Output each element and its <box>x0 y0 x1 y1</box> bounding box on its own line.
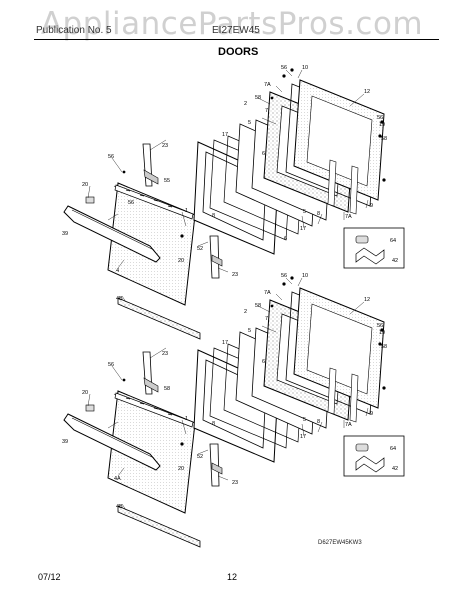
callout-17b: 17 <box>300 226 306 232</box>
callout-64: 64 <box>390 238 396 244</box>
callout-58b: 58 <box>381 344 387 350</box>
callout-8: 8 <box>317 419 320 425</box>
upper-callouts: 56 10 7A 12 58 2 7 56 19 5 58 23 17 55 5… <box>62 65 398 302</box>
section-title: DOORS <box>218 46 259 58</box>
callout-10: 10 <box>302 65 308 71</box>
callout-56b: 56 <box>377 115 383 121</box>
callout-23: 23 <box>162 143 168 149</box>
callout-8b: 8 <box>212 421 215 427</box>
callout-58b: 58 <box>381 136 387 142</box>
callout-56b: 56 <box>377 323 383 329</box>
callout-7a-b: 7A <box>345 422 352 428</box>
callout-5: 5 <box>248 328 251 334</box>
upper-door-assembly: 56 10 7A 12 58 2 7 56 19 5 58 23 17 55 5… <box>62 65 405 340</box>
callout-8b: 8 <box>212 213 215 219</box>
callout-23b: 23 <box>232 272 238 278</box>
callout-17: 17 <box>222 132 228 138</box>
callout-4a: 4A <box>114 476 121 482</box>
callout-2: 2 <box>244 101 247 107</box>
lower-door-assembly: 56 10 7A 12 58 2 7 56 19 5 58 23 17 56 6… <box>62 273 405 548</box>
callout-23b: 23 <box>232 480 238 486</box>
callout-64: 64 <box>390 446 396 452</box>
callout-42: 42 <box>392 466 398 472</box>
callout-58: 58 <box>255 303 261 309</box>
watermark: AppliancePartsPros.com <box>40 6 424 42</box>
footer-page-number: 12 <box>227 572 238 582</box>
publication-label: Publication No. 5 <box>36 25 112 36</box>
callout-20b: 20 <box>178 466 184 472</box>
callout-17b: 17 <box>300 434 306 440</box>
callout-6: 6 <box>262 151 265 157</box>
model-label: EI27EW45 <box>212 25 260 36</box>
callout-10: 10 <box>302 273 308 279</box>
callout-39: 39 <box>62 231 68 237</box>
lower-callouts: 56 10 7A 12 58 2 7 56 19 5 58 23 17 56 6… <box>62 273 398 510</box>
callout-56c: 56 <box>108 362 114 368</box>
callout-1: 1 <box>185 208 188 214</box>
callout-2: 2 <box>244 309 247 315</box>
callout-58: 58 <box>255 95 261 101</box>
callout-20b: 20 <box>178 258 184 264</box>
callout-20: 20 <box>82 390 88 396</box>
callout-7a: 7A <box>264 290 271 296</box>
header-rule <box>34 39 439 40</box>
callout-5b: 5 <box>303 417 306 423</box>
callout-17: 17 <box>222 340 228 346</box>
callout-56: 56 <box>281 65 287 71</box>
callout-55: 55 <box>164 178 170 184</box>
callout-19: 19 <box>379 330 385 336</box>
callout-9: 9 <box>370 203 373 209</box>
footer-date: 07/12 <box>38 572 61 582</box>
callout-20: 20 <box>82 182 88 188</box>
callout-4: 4 <box>116 268 119 274</box>
callout-1: 1 <box>185 416 188 422</box>
callout-39: 39 <box>62 439 68 445</box>
callout-5: 5 <box>248 120 251 126</box>
callout-4b: 4B <box>116 504 123 510</box>
callout-58c: 58 <box>164 386 170 392</box>
callout-5b: 5 <box>303 209 306 215</box>
callout-56d: 56 <box>128 200 134 206</box>
callout-6b: 6 <box>284 236 287 242</box>
callout-23: 23 <box>162 351 168 357</box>
callout-7a-b: 7A <box>345 214 352 220</box>
callout-7a: 7A <box>264 82 271 88</box>
drawing-code: D627EW45KW3 <box>318 540 362 546</box>
callout-19: 19 <box>379 122 385 128</box>
callout-56c: 56 <box>108 154 114 160</box>
callout-12: 12 <box>364 89 370 95</box>
callout-12: 12 <box>364 297 370 303</box>
callout-52: 52 <box>197 454 203 460</box>
callout-7: 7 <box>265 108 268 114</box>
callout-9: 9 <box>370 411 373 417</box>
callout-7: 7 <box>265 316 268 322</box>
callout-52: 52 <box>197 246 203 252</box>
callout-56: 56 <box>281 273 287 279</box>
callout-6: 6 <box>262 359 265 365</box>
callout-4b: 4B <box>116 296 123 302</box>
callout-8: 8 <box>317 211 320 217</box>
callout-42: 42 <box>392 258 398 264</box>
